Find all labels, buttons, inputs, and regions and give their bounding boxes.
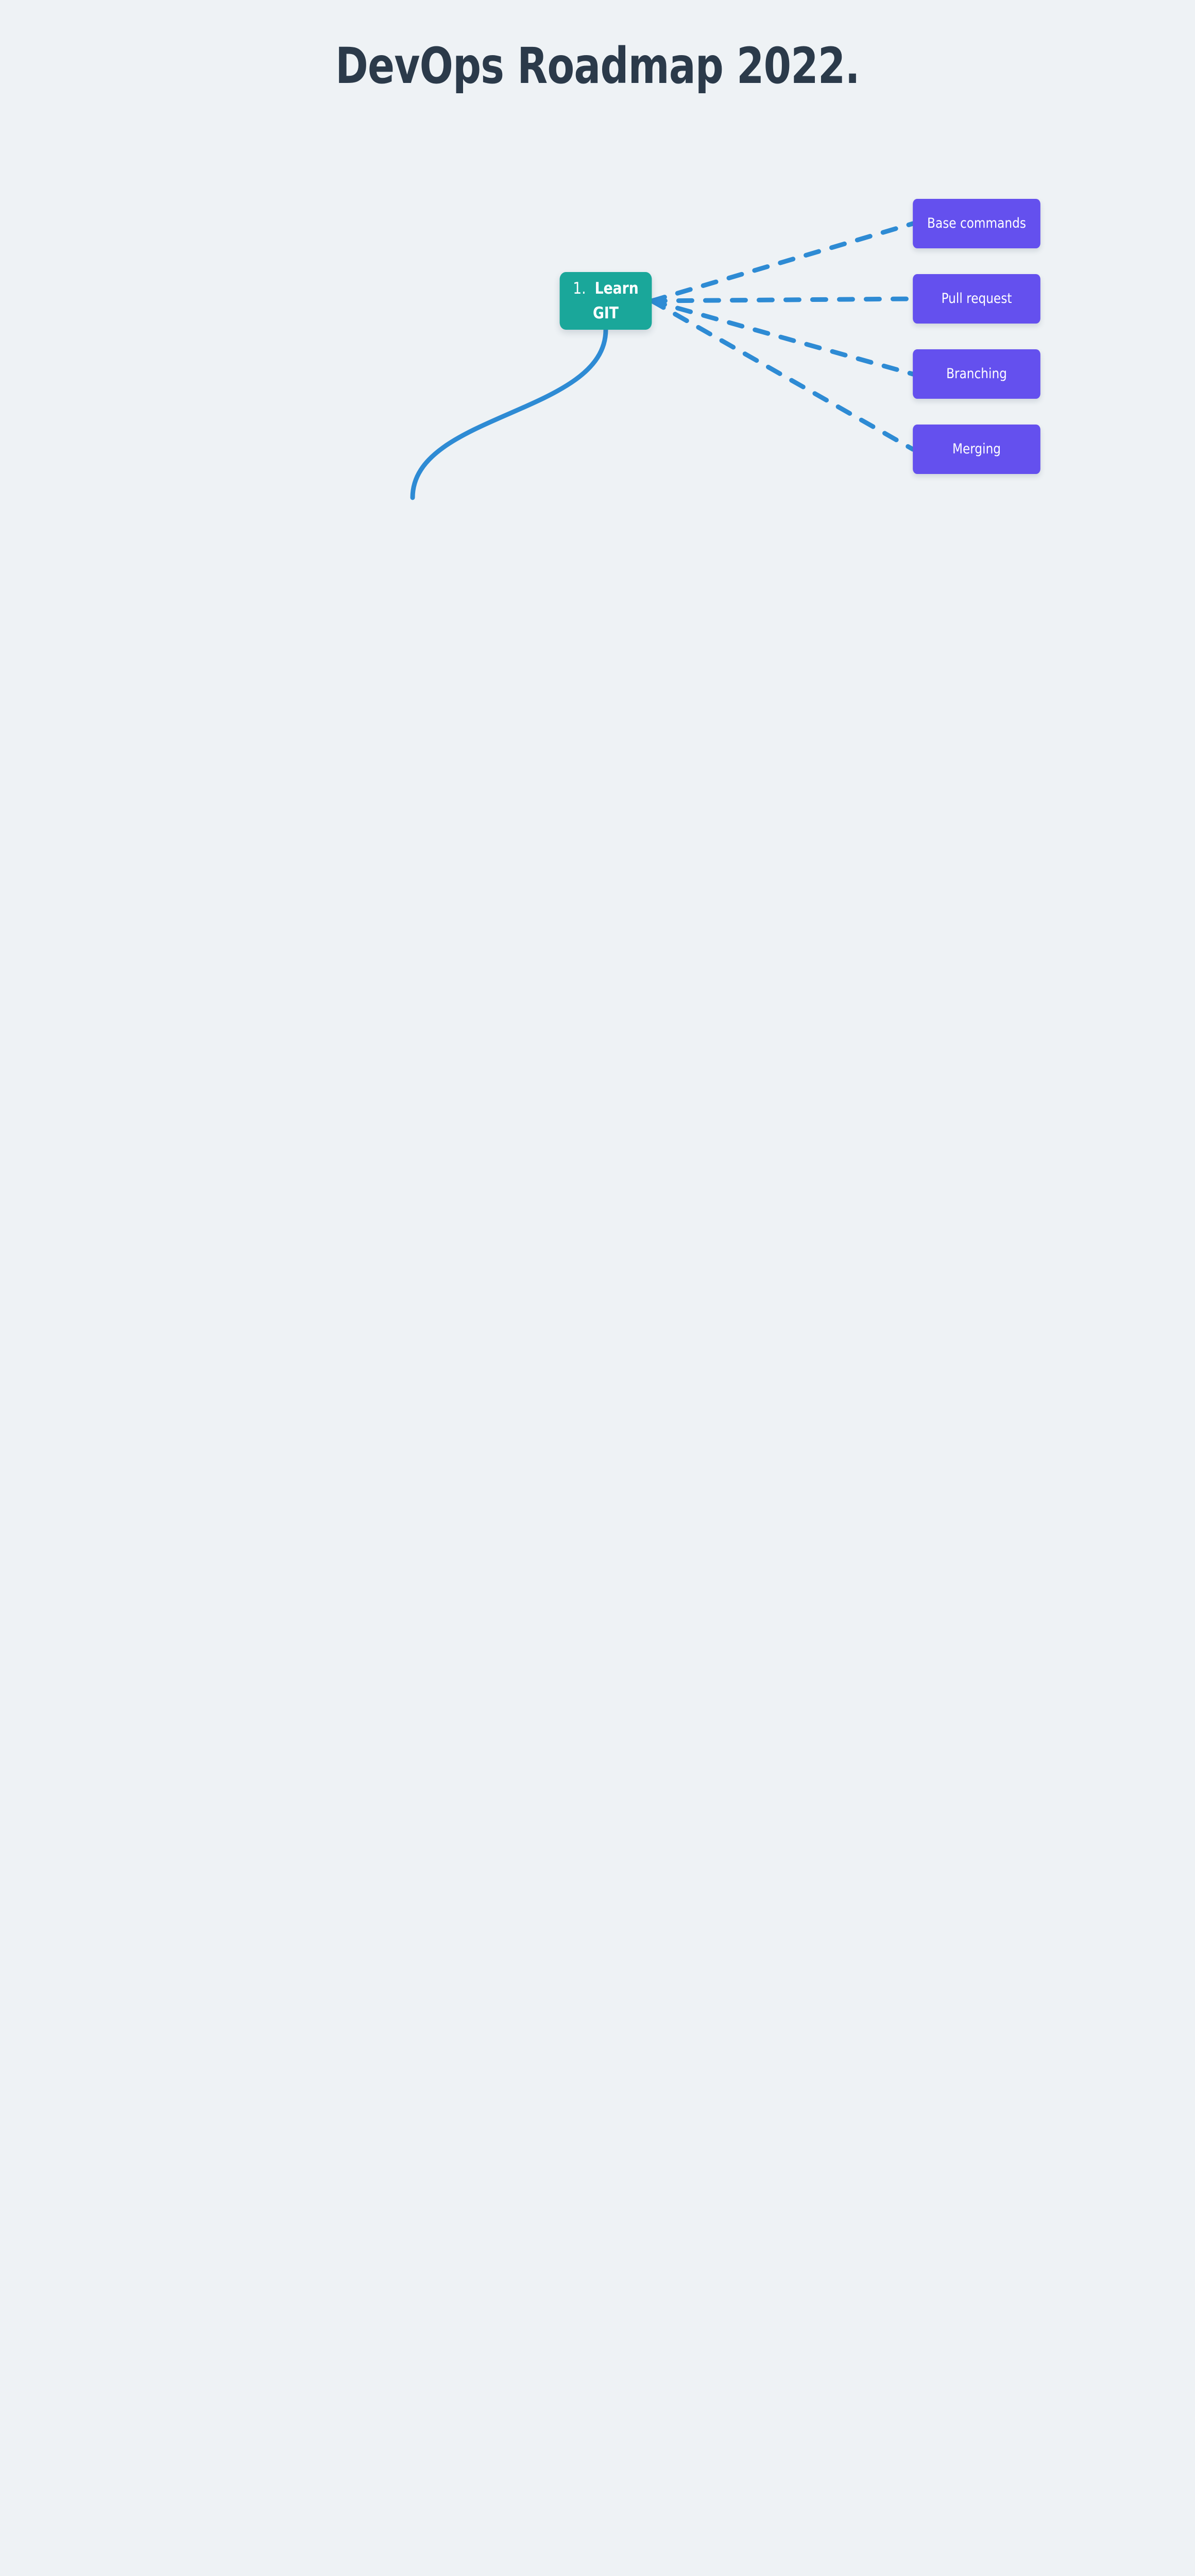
leaf-label: Base commands bbox=[927, 215, 1026, 231]
leaf-label: Branching bbox=[946, 365, 1007, 382]
step-title: Learn GIT bbox=[593, 279, 639, 323]
leaf-node[interactable]: Base commands bbox=[913, 199, 1040, 248]
page-title: DevOps Roadmap 2022. bbox=[335, 37, 860, 95]
leaf-node[interactable]: Merging bbox=[913, 425, 1040, 474]
leaf-label: Merging bbox=[952, 440, 1001, 457]
step-number: 1. bbox=[573, 279, 586, 298]
leaf-node[interactable]: Pull request bbox=[913, 274, 1040, 324]
leaf-label: Pull request bbox=[941, 290, 1012, 307]
step-node-1[interactable]: 1. Learn GIT bbox=[559, 272, 652, 330]
leaf-node[interactable]: Branching bbox=[913, 349, 1040, 399]
